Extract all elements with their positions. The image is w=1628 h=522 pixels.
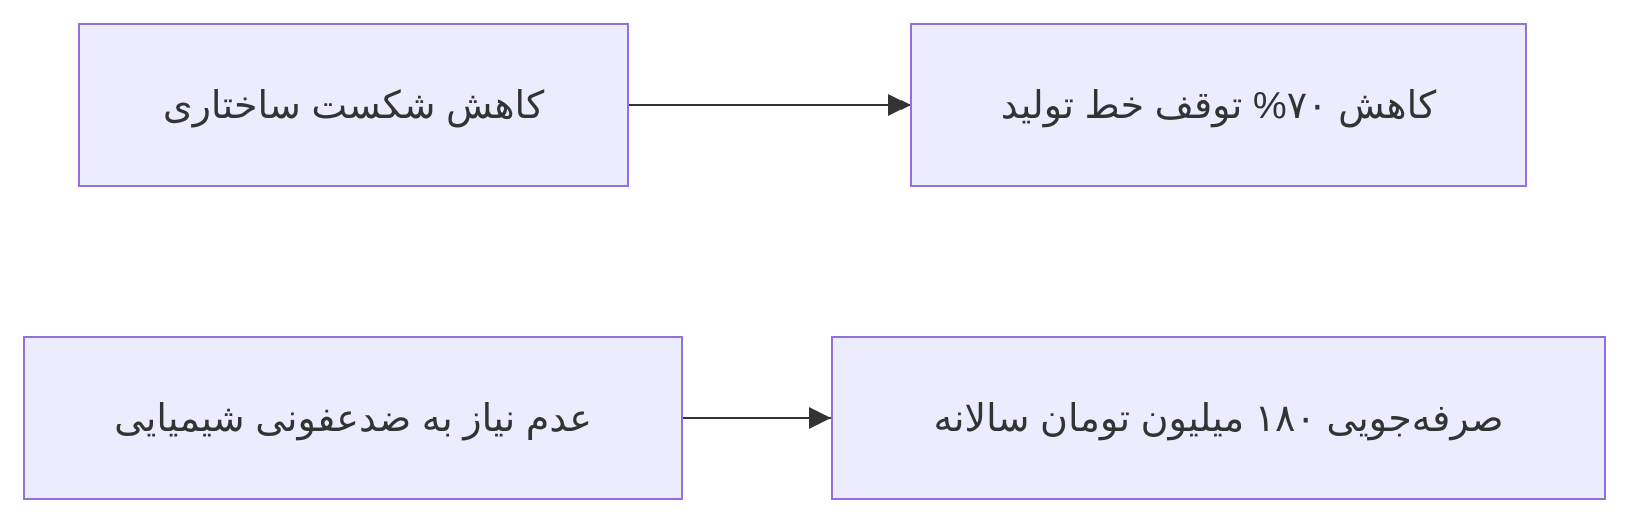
node-reduce-line-stoppage: کاهش ۷۰% توقف خط تولید bbox=[910, 23, 1527, 187]
node-annual-savings: صرفه‌جویی ۱۸۰ میلیون تومان سالانه bbox=[831, 336, 1606, 500]
edge-n3-to-n4-arrowhead bbox=[809, 407, 831, 429]
node-label: کاهش ۷۰% توقف خط تولید bbox=[1000, 84, 1437, 127]
node-reduce-structural-failure: کاهش شکست ساختاری bbox=[78, 23, 629, 187]
node-no-chemical-disinfection: عدم نیاز به ضدعفونی شیمیایی bbox=[23, 336, 683, 500]
node-label: صرفه‌جویی ۱۸۰ میلیون تومان سالانه bbox=[933, 397, 1504, 440]
node-label: کاهش شکست ساختاری bbox=[162, 84, 545, 127]
node-label: عدم نیاز به ضدعفونی شیمیایی bbox=[114, 397, 592, 440]
edge-n1-to-n2-arrowhead bbox=[888, 94, 910, 116]
